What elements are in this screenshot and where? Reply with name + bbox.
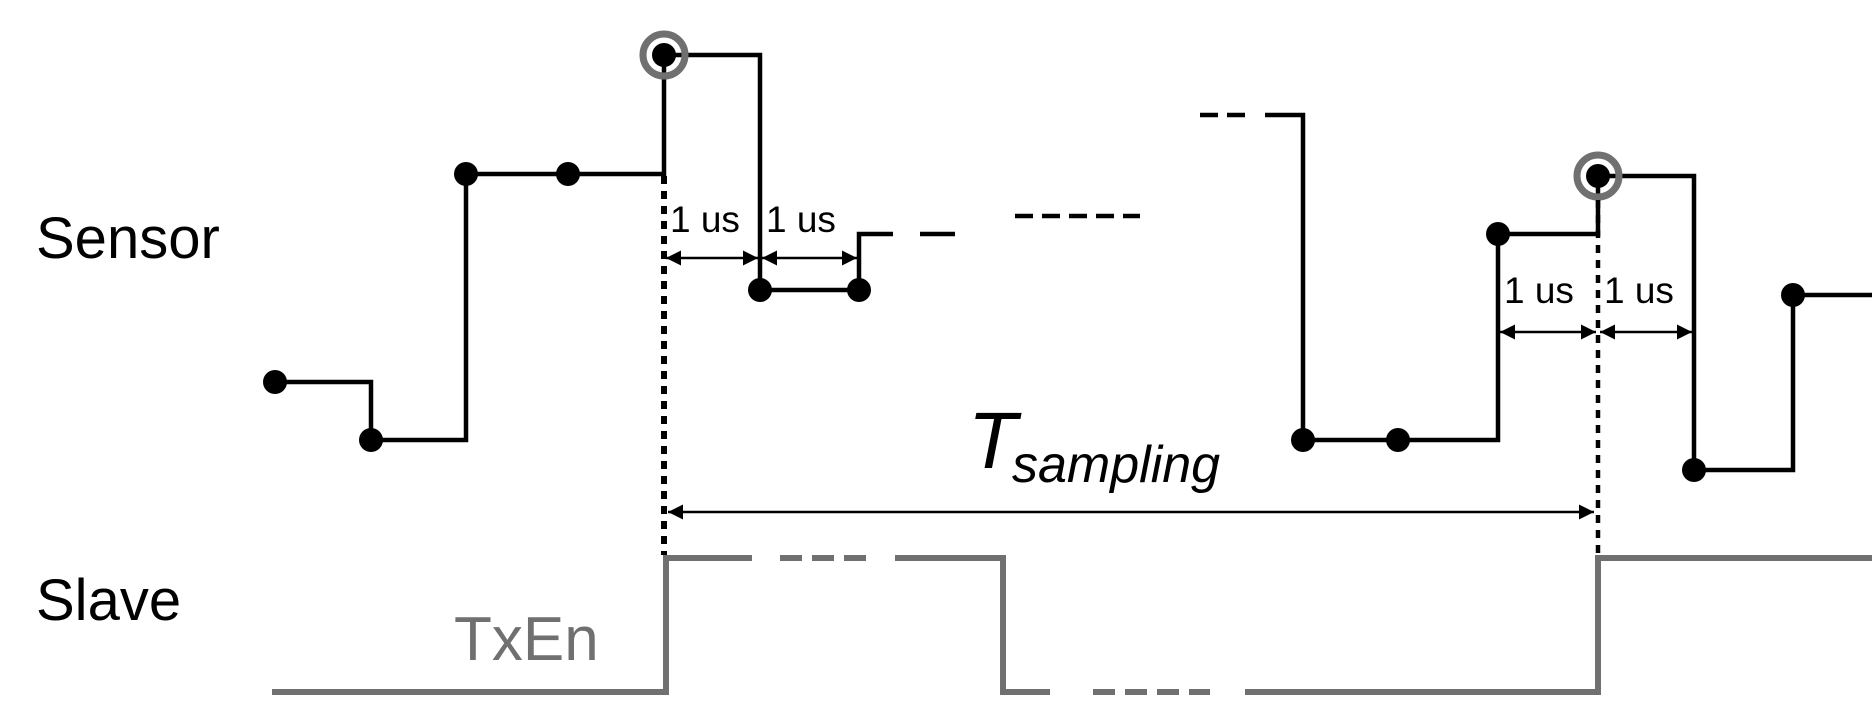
highlight-ring-icon [639, 30, 689, 80]
txen-label: TxEn [454, 605, 599, 674]
sample-point [847, 278, 871, 302]
sample-point [1486, 222, 1510, 246]
sample-point [748, 278, 772, 302]
reference-lines [661, 176, 1601, 555]
interval-labels: 1 us 1 us 1 us 1 us [670, 199, 1674, 311]
txen-waveform [272, 555, 752, 695]
interval-label: 1 us [1504, 270, 1574, 311]
sensor-signal [275, 52, 1872, 473]
sample-point [454, 162, 478, 186]
highlighted-samples [639, 30, 1623, 201]
sample-point [1781, 283, 1805, 307]
slave-row-label: Slave [36, 568, 181, 633]
sample-point [359, 428, 383, 452]
sample-points [263, 162, 1805, 482]
highlight-point [1586, 164, 1610, 188]
interval-label: 1 us [1604, 270, 1674, 311]
sample-point [263, 370, 287, 394]
sampling-period-symbol: T [968, 396, 1022, 485]
sample-point [1682, 458, 1706, 482]
sample-point [556, 162, 580, 186]
txen-waveform [895, 555, 1050, 695]
highlight-point [652, 43, 676, 67]
sampling-period-subscript: sampling [1012, 436, 1220, 494]
sensor-waveform-segment-1 [275, 52, 893, 443]
sample-point [1386, 428, 1410, 452]
interval-arrows [666, 250, 1692, 340]
interval-label: 1 us [766, 199, 836, 240]
highlight-ring-icon [1573, 151, 1623, 201]
interval-label: 1 us [670, 199, 740, 240]
txen-waveform [1245, 555, 1872, 695]
sensor-row-label: Sensor [36, 206, 220, 271]
sample-point [1291, 428, 1315, 452]
txen-signal [272, 555, 1872, 695]
